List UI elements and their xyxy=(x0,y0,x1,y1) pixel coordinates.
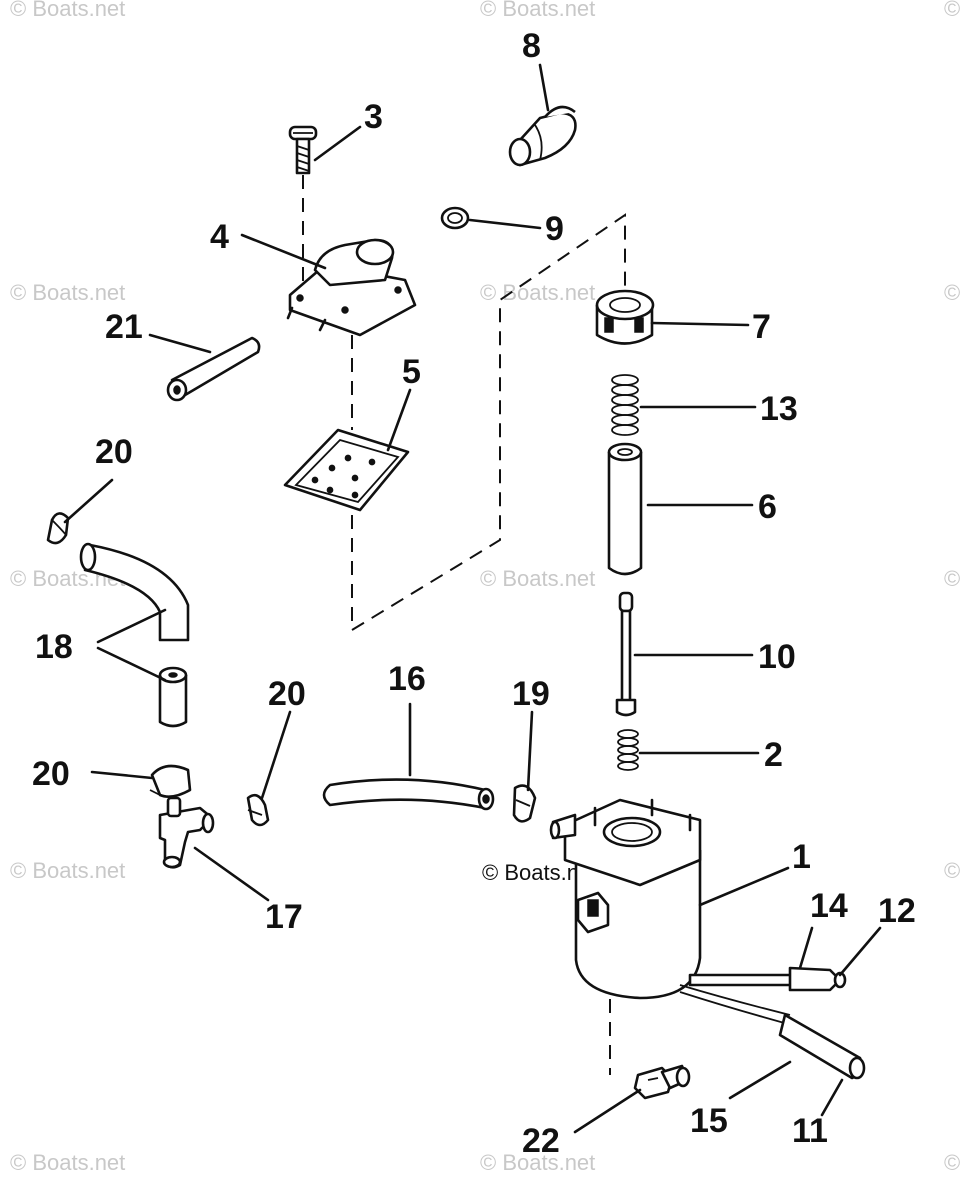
callout-9: 9 xyxy=(545,210,564,248)
part-20-clip-mid xyxy=(246,793,270,827)
watermark: © Boats.net xyxy=(10,1150,125,1175)
callout-10: 10 xyxy=(758,638,796,676)
callout-labels: 8 3 4 9 7 21 13 5 6 20 18 10 20 16 19 2 … xyxy=(32,27,916,1160)
part-3-screw xyxy=(288,125,318,175)
callout-4: 4 xyxy=(210,218,229,256)
watermarks: © Boats.net © Boats.net © Boats.net © Bo… xyxy=(10,0,960,1175)
callout-22: 22 xyxy=(522,1122,560,1160)
part-10-plunger xyxy=(615,591,637,717)
callout-16: 16 xyxy=(388,660,426,698)
watermark-edge: © xyxy=(944,280,960,305)
part-20-clip-top xyxy=(46,512,70,545)
part-1-pump-body xyxy=(549,798,702,1000)
part-6-tube xyxy=(607,442,643,576)
watermark: © Boats.net xyxy=(10,858,125,883)
part-16-hose xyxy=(322,778,495,811)
part-8-elbow-fitting xyxy=(508,105,577,167)
callout-5: 5 xyxy=(402,353,421,391)
watermark-edge: © xyxy=(944,858,960,883)
part-18-hose xyxy=(79,542,190,728)
part-9-o-ring xyxy=(440,206,470,230)
callout-18: 18 xyxy=(35,628,73,666)
callout-12: 12 xyxy=(878,892,916,930)
part-20-clip-left xyxy=(149,764,192,798)
callout-13: 13 xyxy=(760,390,798,428)
watermark: © Boats.net xyxy=(480,1150,595,1175)
callout-2: 2 xyxy=(764,736,783,774)
part-5-diaphragm xyxy=(283,428,410,512)
watermark: © Boats.net xyxy=(480,0,595,21)
callout-8: 8 xyxy=(522,27,541,65)
watermark-edge: © xyxy=(944,566,960,591)
part-2-spring xyxy=(617,729,639,771)
watermark: © Boats.net xyxy=(10,280,125,305)
callout-15: 15 xyxy=(690,1102,728,1140)
part-17-tee-fitting xyxy=(158,796,215,869)
watermark: © Boats.net xyxy=(480,280,595,305)
part-4-pump-cover xyxy=(286,238,417,337)
callout-6: 6 xyxy=(758,488,777,526)
part-19-clip xyxy=(512,784,537,823)
part-22-bolt xyxy=(633,1064,691,1100)
callout-11: 11 xyxy=(792,1112,828,1150)
watermark: © Boats.net xyxy=(10,0,125,21)
watermark-edge: © xyxy=(944,0,960,21)
part-13-spring xyxy=(611,374,639,436)
callout-1: 1 xyxy=(792,838,811,876)
part-21-hose xyxy=(166,336,261,402)
callout-21: 21 xyxy=(105,308,143,346)
watermark-edge: © xyxy=(944,1150,960,1175)
watermark: © Boats.net xyxy=(480,566,595,591)
callout-20-top: 20 xyxy=(95,433,133,471)
callout-7: 7 xyxy=(752,308,771,346)
callout-17: 17 xyxy=(265,898,303,936)
callout-19: 19 xyxy=(512,675,550,713)
part-7-collar xyxy=(595,289,655,345)
callout-14: 14 xyxy=(810,887,848,925)
callout-3: 3 xyxy=(364,98,383,136)
leader-lines xyxy=(63,63,882,1134)
callout-20-mid: 20 xyxy=(268,675,306,713)
callout-20-left: 20 xyxy=(32,755,70,793)
part-wire-leads xyxy=(679,966,866,1080)
